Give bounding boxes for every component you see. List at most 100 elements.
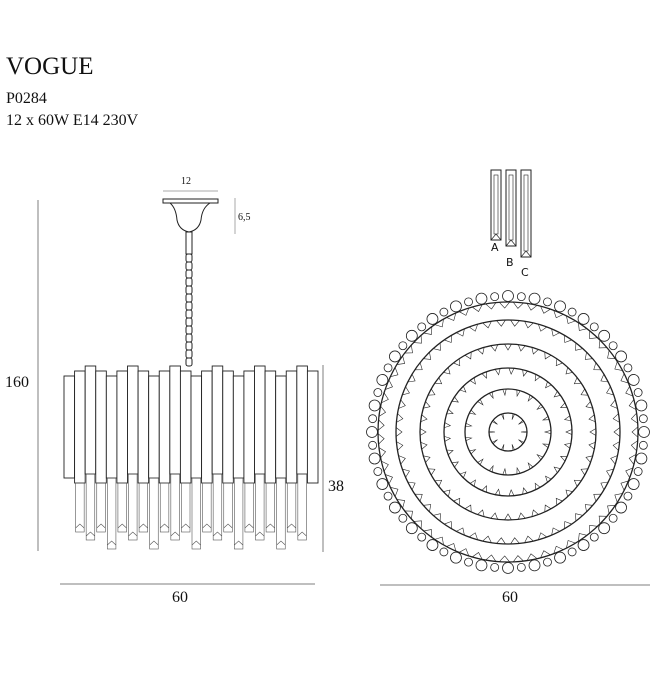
crystal-mark (512, 301, 524, 309)
crystal-tip (255, 531, 265, 537)
crystal-rod (128, 473, 138, 541)
chain-link (185, 269, 193, 279)
crystal-mark (492, 439, 498, 444)
crystal-mark (451, 461, 459, 468)
bead (615, 501, 627, 514)
crystal-mark (628, 454, 637, 465)
bead (623, 363, 633, 373)
chain-link (185, 301, 193, 311)
crystal-mark (477, 458, 484, 465)
crystal-mark (396, 499, 406, 509)
crystal-mark (578, 533, 587, 542)
crystal-mark (464, 504, 472, 512)
bead (589, 532, 599, 542)
crystal-mark (444, 436, 452, 442)
crystal-mark (573, 479, 582, 487)
crystal-mark (456, 527, 465, 536)
bead (516, 562, 526, 572)
bead (567, 307, 577, 317)
bead (633, 388, 643, 397)
crystal-mark (413, 520, 422, 529)
crystal-mark (541, 443, 550, 448)
crystal-mark (420, 442, 428, 450)
ring (377, 301, 639, 563)
crystal-c-label: C (521, 266, 529, 279)
bead (439, 307, 449, 317)
crystal-mark (520, 430, 528, 434)
crystal-tip (265, 523, 275, 529)
crystal-mark (612, 413, 620, 423)
crystal-mark (468, 324, 478, 332)
crystal-rod (75, 482, 85, 533)
bead (598, 329, 611, 342)
crystal-mark (433, 513, 441, 522)
bead (567, 547, 577, 557)
crystal-mark (396, 441, 404, 451)
crystal-mark (390, 367, 399, 378)
bead (405, 522, 418, 535)
bead (608, 513, 618, 523)
crystal-tip (234, 540, 244, 546)
crystal-mark (465, 422, 473, 427)
crystal-mark (628, 399, 637, 410)
crystal-mark (553, 545, 564, 554)
crystal-mark (423, 326, 433, 335)
crystal-mark (443, 367, 451, 375)
crystal-mark (499, 555, 510, 563)
crystal-a-label: A (491, 241, 499, 254)
crystal-mark (477, 399, 484, 406)
upper-rod (222, 370, 234, 484)
bead (543, 297, 552, 307)
crystal-tip (191, 540, 201, 546)
upper-rod (105, 375, 118, 479)
bead (577, 313, 590, 325)
crystal-mark (490, 512, 498, 520)
crystal-tip (75, 523, 85, 529)
crystal-mark (508, 489, 515, 497)
crystal-mark (540, 306, 551, 314)
crystal-mark (543, 429, 552, 435)
bead (635, 399, 648, 412)
bead (389, 501, 401, 514)
crystal-mark (465, 437, 473, 442)
crystal-mark (385, 379, 393, 390)
bead (516, 292, 526, 302)
crystal-mark (446, 408, 454, 415)
bead (554, 300, 566, 313)
bead (464, 557, 473, 567)
crystal-mark (518, 420, 524, 425)
crystal-rod (96, 482, 106, 533)
crystal-rod (276, 477, 286, 550)
crystal-mark (575, 342, 583, 351)
crystal-tip (107, 540, 117, 546)
crystal-mark (565, 429, 573, 435)
crystal-mark (578, 322, 587, 331)
bead (450, 551, 462, 564)
crystal-mark (512, 555, 524, 563)
crystal-rod (107, 477, 117, 550)
chain-link (185, 277, 193, 287)
crystal-mark (598, 340, 607, 349)
chain-link (185, 317, 193, 327)
crystal-mark (620, 373, 629, 384)
upper-rod (137, 370, 150, 484)
rod (185, 231, 193, 255)
crystal-tip (85, 531, 95, 537)
bead (598, 522, 611, 535)
bead (373, 388, 383, 397)
crystal-b-tip (505, 239, 517, 247)
crystal-mark (585, 455, 593, 463)
crystal-mark (377, 433, 385, 445)
bead (627, 478, 640, 490)
crystal-mark (607, 504, 616, 514)
bead (638, 426, 650, 438)
crystal-mark (494, 368, 501, 376)
crystal-mark (488, 430, 496, 434)
crystal-mark (563, 335, 572, 343)
crystal-mark (538, 324, 548, 332)
crystal-mark (471, 304, 483, 312)
crystal-mark (606, 468, 614, 478)
crystal-rod (85, 473, 96, 541)
crystal-mark (428, 388, 436, 396)
crystal-rod (181, 482, 191, 533)
